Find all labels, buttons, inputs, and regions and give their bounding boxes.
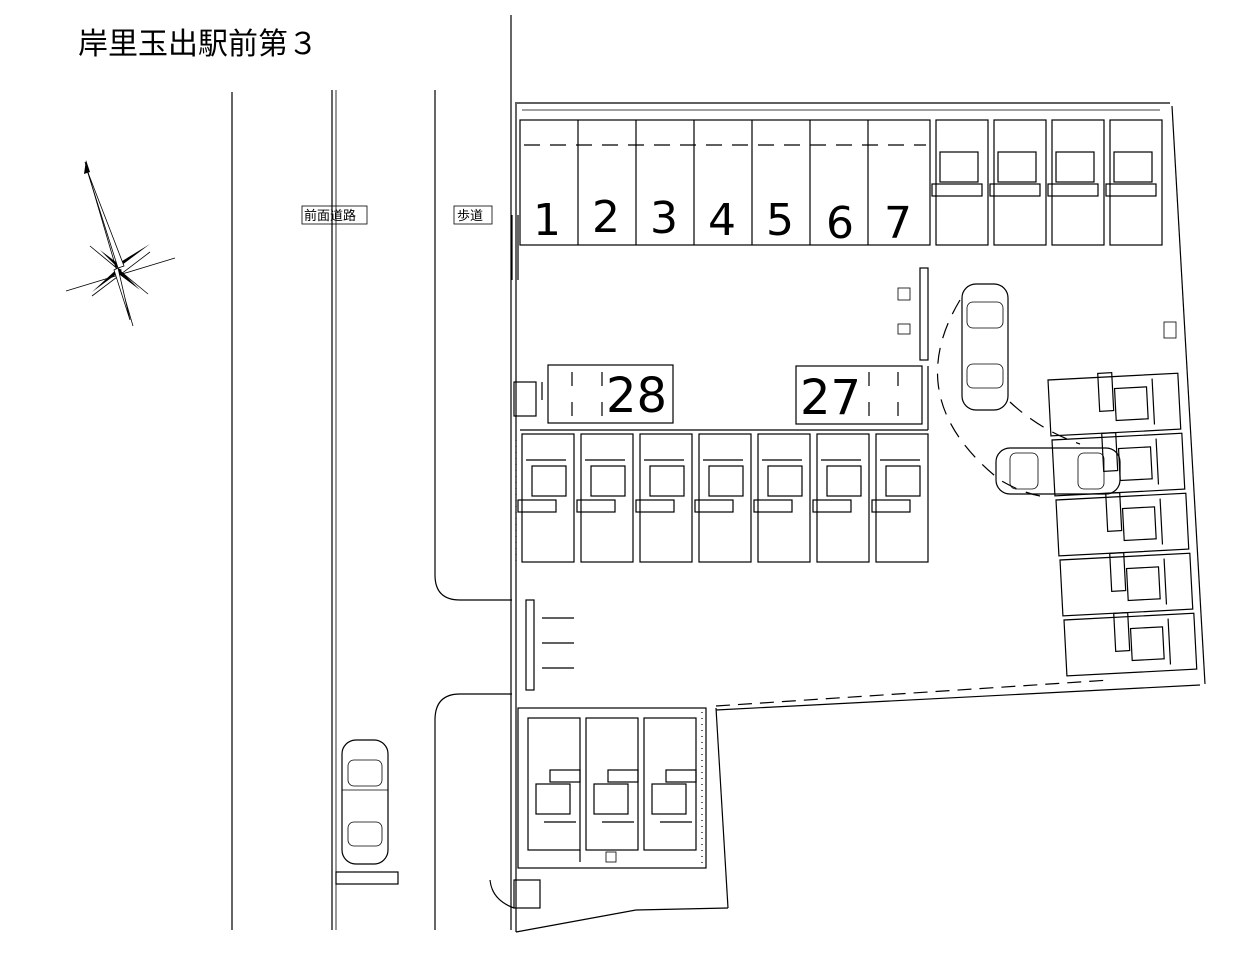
bottom-gate	[489, 879, 541, 909]
bike-space-number-27: 27	[800, 370, 861, 426]
top-parking-row	[511, 119, 931, 280]
space-number-3: 3	[650, 193, 678, 244]
compass-icon	[65, 160, 176, 327]
bike-space-number-28: 28	[606, 368, 667, 424]
space-number-1: 1	[533, 195, 561, 246]
space-number-5: 5	[766, 195, 794, 246]
bike-space-28	[513, 364, 674, 424]
car-on-road	[335, 739, 399, 885]
road-lines	[231, 15, 512, 930]
entrance-signs	[525, 599, 574, 691]
space-number-4: 4	[708, 195, 736, 246]
svg-text:前面道路: 前面道路	[304, 208, 356, 224]
space-number-7: 7	[884, 198, 912, 249]
space-number-2: 2	[592, 192, 620, 243]
svg-text:歩道: 歩道	[457, 209, 483, 224]
bottom-lift-row	[517, 707, 707, 869]
middle-lift-row	[515, 433, 929, 563]
bike-space-27	[795, 365, 923, 425]
machine-post	[897, 267, 929, 361]
front-road-label: 前面道路	[301, 205, 368, 225]
page-title: 岸里玉出駅前第３	[78, 27, 318, 62]
turning-area	[937, 283, 1121, 497]
top-right-lift-spaces	[931, 119, 1163, 246]
right-lift-column	[1047, 321, 1198, 677]
sidewalk-label: 歩道	[453, 205, 493, 225]
space-number-6: 6	[826, 198, 854, 249]
